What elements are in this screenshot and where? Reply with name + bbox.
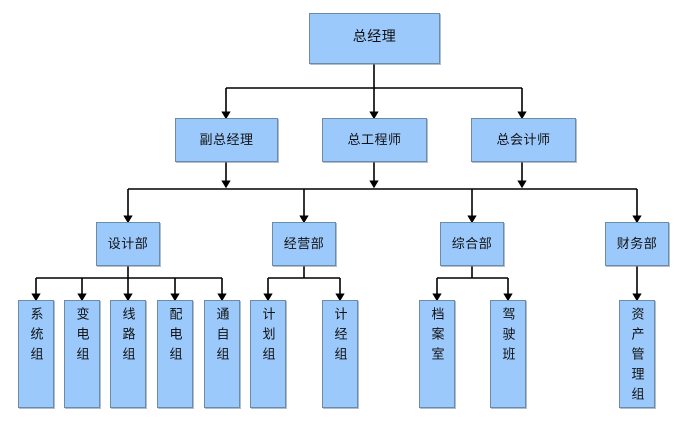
node-chief-accountant[interactable]: 总会计师 <box>471 118 576 162</box>
node-general-affairs-department[interactable]: 综合部 <box>440 222 504 266</box>
node-label: 总经理 <box>352 30 397 46</box>
node-label: 配电组 <box>167 307 183 367</box>
node-substation-group[interactable]: 变电组 <box>64 300 100 408</box>
node-label: 总会计师 <box>496 132 551 148</box>
node-label: 资产管理组 <box>629 307 645 407</box>
node-label: 线路组 <box>120 307 136 367</box>
node-planning-group[interactable]: 计划组 <box>250 300 286 408</box>
node-label: 档案室 <box>429 307 445 367</box>
node-label: 驾驶班 <box>500 307 516 367</box>
node-design-department[interactable]: 设计部 <box>96 222 160 266</box>
node-operations-department[interactable]: 经营部 <box>272 222 336 266</box>
node-archive-room[interactable]: 档案室 <box>419 300 455 408</box>
node-driving-team[interactable]: 驾驶班 <box>490 300 526 408</box>
node-general-manager[interactable]: 总经理 <box>309 13 440 64</box>
node-label: 财务部 <box>616 236 658 252</box>
node-plan-economy-group[interactable]: 计经组 <box>322 300 358 408</box>
node-label: 综合部 <box>451 236 493 252</box>
node-label: 变电组 <box>74 307 90 367</box>
node-label: 总工程师 <box>347 132 402 148</box>
node-label: 设计部 <box>107 236 149 252</box>
node-finance-department[interactable]: 财务部 <box>605 222 669 266</box>
node-line-group[interactable]: 线路组 <box>110 300 146 408</box>
node-label: 副总经理 <box>199 132 254 148</box>
node-communication-automation-group[interactable]: 通自组 <box>204 300 240 408</box>
node-asset-management-group[interactable]: 资产管理组 <box>619 300 655 408</box>
node-deputy-general-manager[interactable]: 副总经理 <box>175 118 278 162</box>
node-distribution-group[interactable]: 配电组 <box>157 300 193 408</box>
node-label: 通自组 <box>214 307 230 367</box>
node-label: 计经组 <box>332 307 348 367</box>
node-label: 计划组 <box>260 307 276 367</box>
node-label: 经营部 <box>283 236 325 252</box>
node-label: 系统组 <box>28 307 44 367</box>
node-system-group[interactable]: 系统组 <box>18 300 54 408</box>
node-chief-engineer[interactable]: 总工程师 <box>322 118 427 162</box>
